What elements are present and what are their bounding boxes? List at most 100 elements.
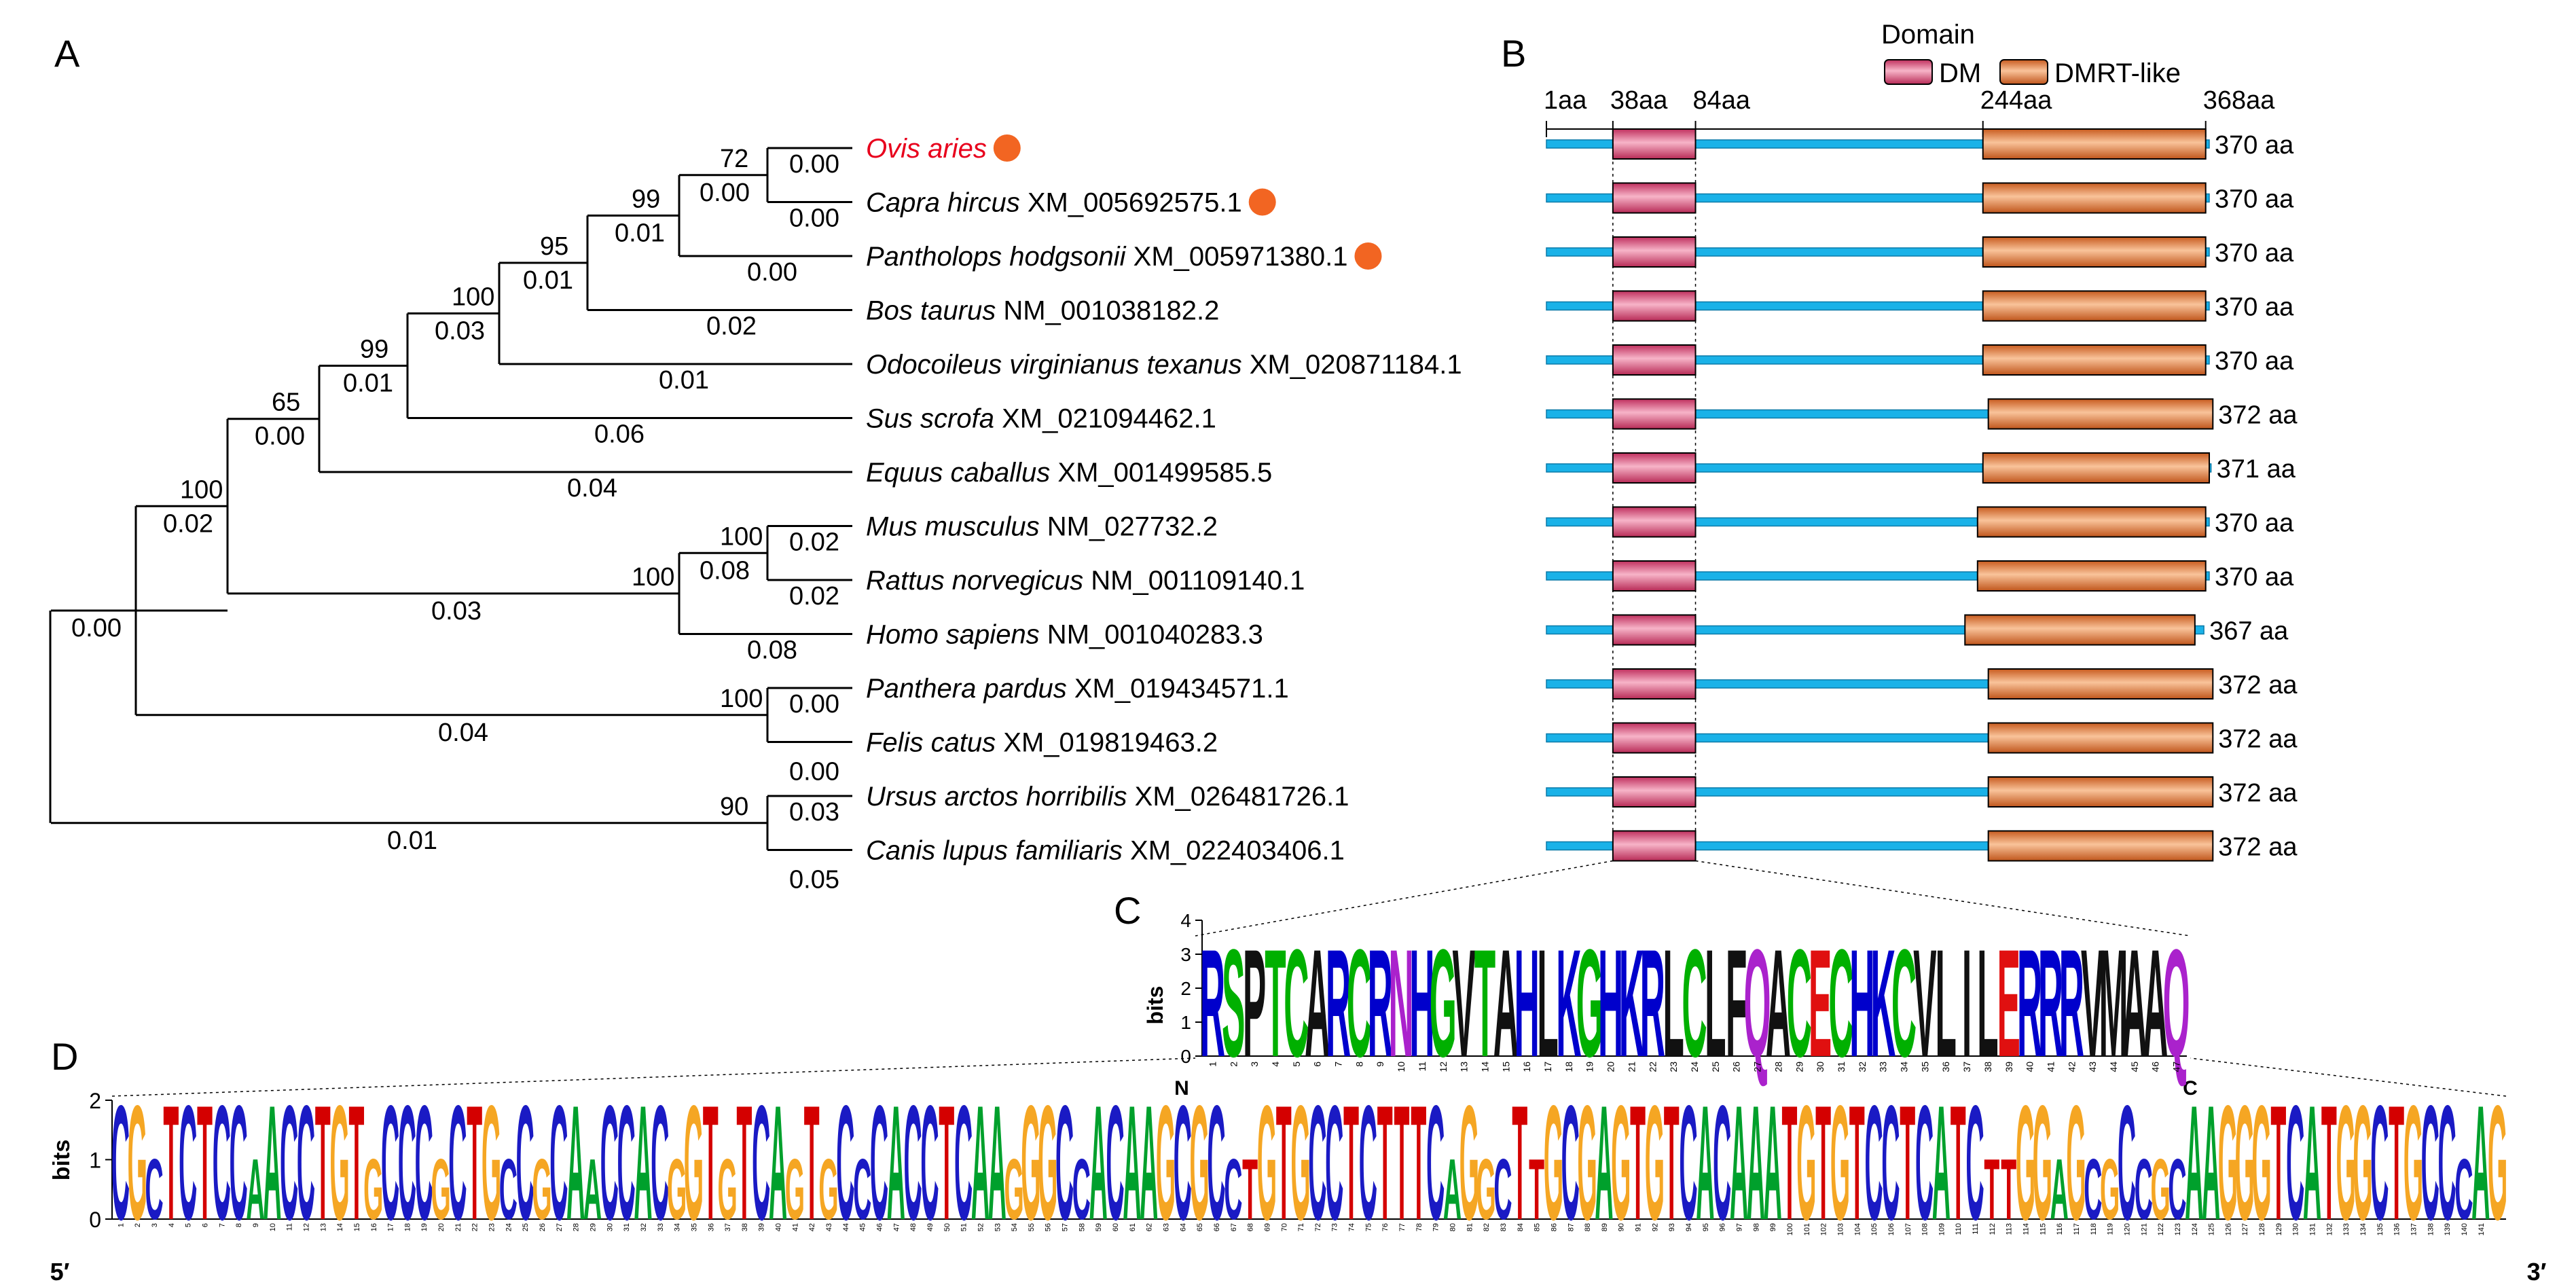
dna-logo-position: 14 (336, 1223, 344, 1231)
scale-label: 368aa (2203, 86, 2276, 115)
protein-logo-position: 5 (1291, 1062, 1302, 1067)
dna-logo-position: 36 (707, 1223, 715, 1231)
dna-logo-letter: C (2118, 1072, 2136, 1254)
protein-logo-letter: L (1663, 918, 1684, 1089)
protein-logo-letter: K (1619, 918, 1644, 1089)
dna-logo-letter: G (1038, 1072, 1057, 1254)
dna-logo-letter: G (2336, 1072, 2356, 1254)
dna-logo-letter: C (1325, 1072, 1343, 1254)
dna-logo-position: 39 (758, 1223, 766, 1231)
dm-domain (1612, 290, 1697, 322)
dna-logo-ytick-label: 2 (89, 1089, 101, 1113)
branch-length-rattus: 0.02 (789, 582, 839, 611)
dna-logo-position: 104 (1853, 1223, 1862, 1235)
protein-logo-letter: C (1787, 918, 1812, 1089)
dna-logo-position: 97 (1736, 1223, 1744, 1231)
dna-logo-position: 42 (808, 1223, 816, 1231)
dna-logo-position: 101 (1803, 1223, 1811, 1235)
dna-logo-letter: T (1951, 1072, 1966, 1254)
branch-length-canis: 0.05 (789, 866, 839, 894)
tree-branch-labels: 7299951009965100100100100900.000.000.000… (71, 145, 839, 894)
dna-logo-letter: C (1174, 1072, 1192, 1254)
dna-logo-position: 78 (1415, 1223, 1423, 1231)
dna-logo-position: 70 (1280, 1223, 1288, 1231)
dna-logo-letter: T (163, 1072, 179, 1254)
dmrt-domain (1987, 722, 2214, 754)
dna-logo-letter: A (246, 1141, 264, 1237)
dna-logo-position: 114 (2022, 1223, 2031, 1235)
dna-logo-position: 31 (623, 1223, 631, 1231)
dmrt-domain (1976, 560, 2207, 592)
protein-logo-letter: V (1913, 918, 1936, 1089)
bootstrap-n65: 65 (272, 388, 300, 417)
protein-logo-position: 46 (2150, 1062, 2161, 1072)
dna-logo-position: 127 (2241, 1223, 2249, 1235)
dna-logo-position: 96 (1719, 1223, 1727, 1231)
dna-logo-letter: C (1493, 1141, 1512, 1237)
protein-logo-letter: G (1430, 918, 1457, 1089)
taxon-accession: NM_001109140.1 (1083, 566, 1305, 596)
panel-label-c: C (1114, 889, 1141, 932)
branch-length-n100c: 0.08 (700, 556, 750, 585)
dna-logo-letter: G (1459, 1072, 1479, 1254)
branch-length-mus: 0.02 (789, 528, 839, 557)
dna-logo-letter: A (1730, 1072, 1748, 1254)
branch-length-n100b: 0.02 (163, 509, 213, 538)
dna-logo-position: 115 (2039, 1223, 2047, 1235)
protein-length-label: 372 aa (2218, 401, 2298, 430)
protein-length-label: 370 aa (2215, 347, 2294, 376)
dna-logo-position: 92 (1651, 1223, 1659, 1231)
dna-logo-letter: C (752, 1072, 770, 1254)
bootstrap-n100a: 100 (452, 283, 494, 311)
protein-logo-letter: H (1409, 918, 1434, 1089)
marker-dot-icon (1248, 188, 1276, 216)
taxon-label: Mus musculus NM_027732.2 (866, 512, 1218, 542)
dna-logo-position: 111 (1972, 1223, 1980, 1235)
protein-logo-position: 40 (2025, 1062, 2035, 1072)
dna-logo-letter: G (482, 1072, 501, 1254)
dna-logo-position: 13 (319, 1223, 327, 1231)
protein-logo-letter: H (1849, 918, 1874, 1089)
protein-length-label: 370 aa (2215, 509, 2294, 538)
dna-logo-letter: A (2202, 1072, 2220, 1254)
taxon-species: Mus musculus (866, 512, 1040, 542)
protein-logo-letter: I (1962, 918, 1972, 1089)
branch-length-bos: 0.02 (706, 312, 757, 341)
dna-logo-position: 85 (1534, 1223, 1542, 1231)
dna-logo-position: 24 (505, 1223, 513, 1231)
branch-length-homo: 0.08 (747, 636, 797, 665)
dm-domain (1612, 722, 1697, 754)
dna-logo-letter: G (717, 1141, 737, 1237)
dna-logo-position: 54 (1011, 1223, 1019, 1231)
protein-logo-position: 3 (1249, 1062, 1260, 1067)
dna-logo-position: 69 (1263, 1223, 1271, 1231)
dna-logo-letter: C (1224, 1141, 1242, 1237)
legend-dm-label: DM (1939, 58, 1981, 88)
dna-logo-position: 93 (1668, 1223, 1676, 1231)
dm-domain (1612, 560, 1697, 592)
dna-logo-letter: C (600, 1072, 619, 1254)
dna-logo-position: 99 (1769, 1223, 1777, 1231)
dna-logo-position: 134 (2359, 1223, 2368, 1235)
protein-logo-c-label: C (2183, 1077, 2198, 1100)
dna-logo-letter: G (2150, 1141, 2170, 1237)
dna-logo-letter: C (954, 1072, 973, 1254)
dna-logo-position: 17 (387, 1223, 395, 1231)
dna-logo-letter: T (1781, 1072, 1797, 1254)
dna-logo-letter: C (145, 1141, 163, 1237)
dna-logo-letter: G (785, 1141, 805, 1237)
dna-logo-letter: C (2454, 1141, 2473, 1237)
legend-dmrt-swatch (1999, 59, 2048, 85)
protein-logo-letter: L (1936, 918, 1957, 1089)
dna-logo-letter: G (2218, 1072, 2238, 1254)
dna-logo-position: 75 (1364, 1223, 1373, 1231)
dna-logo-position: 3 (151, 1223, 159, 1227)
dna-logo-letter: G (128, 1072, 147, 1254)
dna-logo-letter: G (684, 1072, 704, 1254)
dna-logo-letter: G (2353, 1072, 2372, 1254)
dna-logo-position: 117 (2073, 1223, 2081, 1235)
dna-logo-position: 22 (471, 1223, 479, 1231)
dna-logo-letter: C (617, 1072, 636, 1254)
dna-logo-position: 10 (269, 1223, 277, 1231)
